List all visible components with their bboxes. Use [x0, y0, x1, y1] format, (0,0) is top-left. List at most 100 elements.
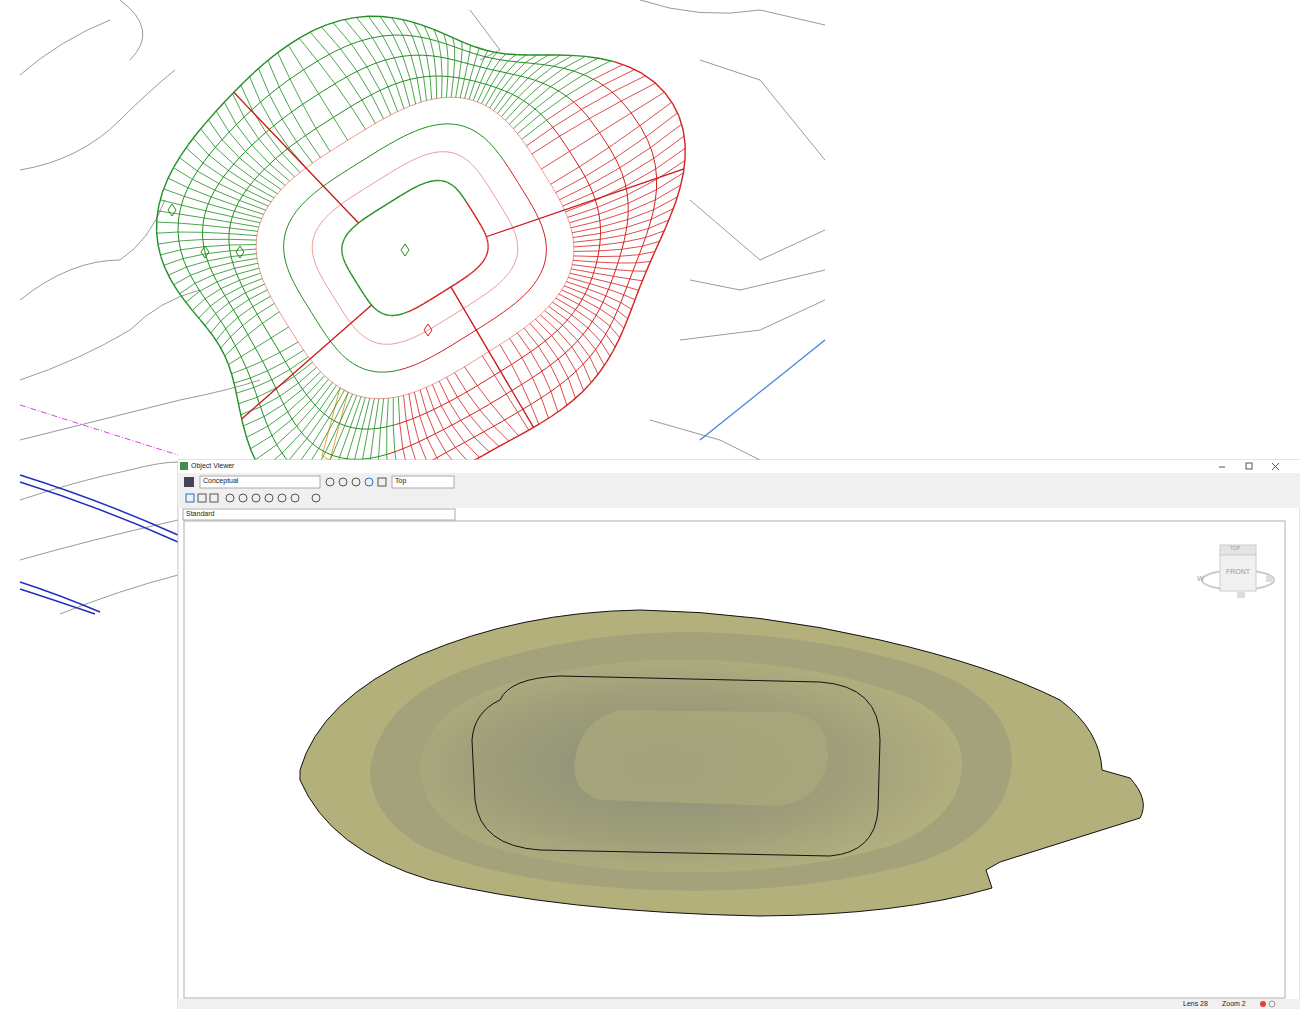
grading-radial	[195, 275, 213, 283]
grading-radial	[319, 421, 334, 449]
grading-radial	[620, 255, 639, 257]
grading-radial	[378, 457, 379, 460]
grading-radial	[372, 38, 385, 60]
grading-ring	[382, 17, 395, 19]
grading-ring	[400, 313, 402, 315]
grading-ring	[421, 359, 427, 362]
grading-ring	[486, 253, 488, 255]
grading-radial	[465, 442, 480, 457]
grading-ring	[412, 336, 416, 338]
grading-ring	[261, 215, 263, 220]
grading-radial	[221, 337, 231, 348]
grading-radial	[441, 76, 442, 98]
grading-radial	[570, 273, 592, 278]
grading-radial	[599, 249, 622, 251]
grading-ring	[545, 242, 546, 246]
grading-radial	[259, 174, 281, 189]
grading-radial	[585, 158, 615, 177]
grading-radial	[357, 71, 371, 94]
grading-radial	[231, 222, 259, 227]
grading-radial	[459, 62, 461, 78]
grading-radial	[272, 369, 290, 379]
grading-radial	[305, 136, 320, 158]
grading-ring	[363, 336, 366, 338]
close-button	[1272, 463, 1279, 470]
grading-ring	[259, 267, 261, 273]
grading-ring	[314, 25, 327, 31]
grading-ring	[366, 338, 369, 340]
grading-ring	[230, 253, 232, 260]
grading-ring	[333, 105, 353, 117]
grading-ring	[361, 150, 380, 162]
grading-ring	[315, 262, 316, 266]
grading-radial	[231, 254, 256, 257]
grading-ring	[229, 226, 231, 233]
grading-ring	[528, 199, 533, 207]
window-title: Object Viewer	[191, 462, 234, 470]
grading-ring	[354, 225, 356, 227]
grading-radial	[480, 69, 486, 83]
grading-ring	[376, 309, 378, 310]
grading-radial	[505, 101, 523, 121]
grading-radial	[261, 396, 280, 407]
grading-radial	[209, 155, 228, 170]
grading-radial	[321, 27, 340, 49]
grading-ring	[436, 151, 439, 152]
grading-ring	[599, 236, 600, 243]
grading-ring	[319, 82, 337, 93]
grading-ring	[347, 318, 350, 323]
grading-ring	[541, 169, 551, 186]
grading-ring	[288, 223, 290, 227]
grading-ring	[314, 117, 333, 129]
grading-radial	[572, 227, 600, 233]
grading-radial	[574, 245, 600, 247]
grading-radial	[446, 77, 447, 98]
grading-ring	[404, 162, 409, 165]
grading-ring	[395, 35, 406, 36]
grading-radial	[329, 54, 346, 77]
grading-ring	[342, 243, 344, 245]
grading-ring	[404, 55, 414, 57]
grading-radial	[627, 287, 639, 290]
grading-ring	[353, 394, 358, 396]
grading-ring	[398, 314, 400, 316]
grading-ring	[265, 54, 276, 63]
grading-ring	[413, 308, 416, 310]
grading-ring	[676, 187, 680, 201]
grading-ring	[612, 272, 615, 280]
grading-radial	[376, 63, 388, 87]
grading-radial	[381, 399, 384, 428]
grading-radial	[559, 294, 579, 304]
grading-radial	[201, 129, 216, 147]
grading-radial	[513, 78, 528, 94]
grading-radial	[517, 333, 530, 352]
grading-radial	[280, 383, 299, 396]
grading-ring	[310, 360, 315, 366]
surface-render	[300, 610, 1143, 916]
grading-ring	[465, 275, 468, 277]
grading-ring	[632, 264, 636, 273]
grading-ring	[294, 212, 297, 216]
grading-radial	[340, 49, 357, 72]
grading-radial	[259, 68, 270, 94]
grading-radial	[600, 235, 625, 239]
status-icon	[1260, 1001, 1266, 1007]
grading-ring	[229, 246, 231, 253]
grading-ring	[338, 387, 343, 390]
grading-ring	[366, 298, 368, 301]
grading-ring	[474, 167, 477, 170]
grading-radial	[254, 380, 272, 388]
grading-ring	[369, 301, 371, 303]
grading-ring	[517, 243, 518, 246]
grading-radial	[264, 404, 284, 416]
grading-ring	[492, 145, 496, 149]
grading-ring	[387, 371, 391, 372]
grading-ring	[395, 422, 403, 424]
grading-ring	[343, 238, 345, 240]
grading-ring	[488, 317, 497, 323]
grading-radial	[374, 399, 379, 429]
grading-ring	[161, 257, 165, 269]
grading-ring	[517, 252, 518, 255]
grading-ring	[374, 204, 387, 212]
grading-ring	[482, 56, 491, 58]
